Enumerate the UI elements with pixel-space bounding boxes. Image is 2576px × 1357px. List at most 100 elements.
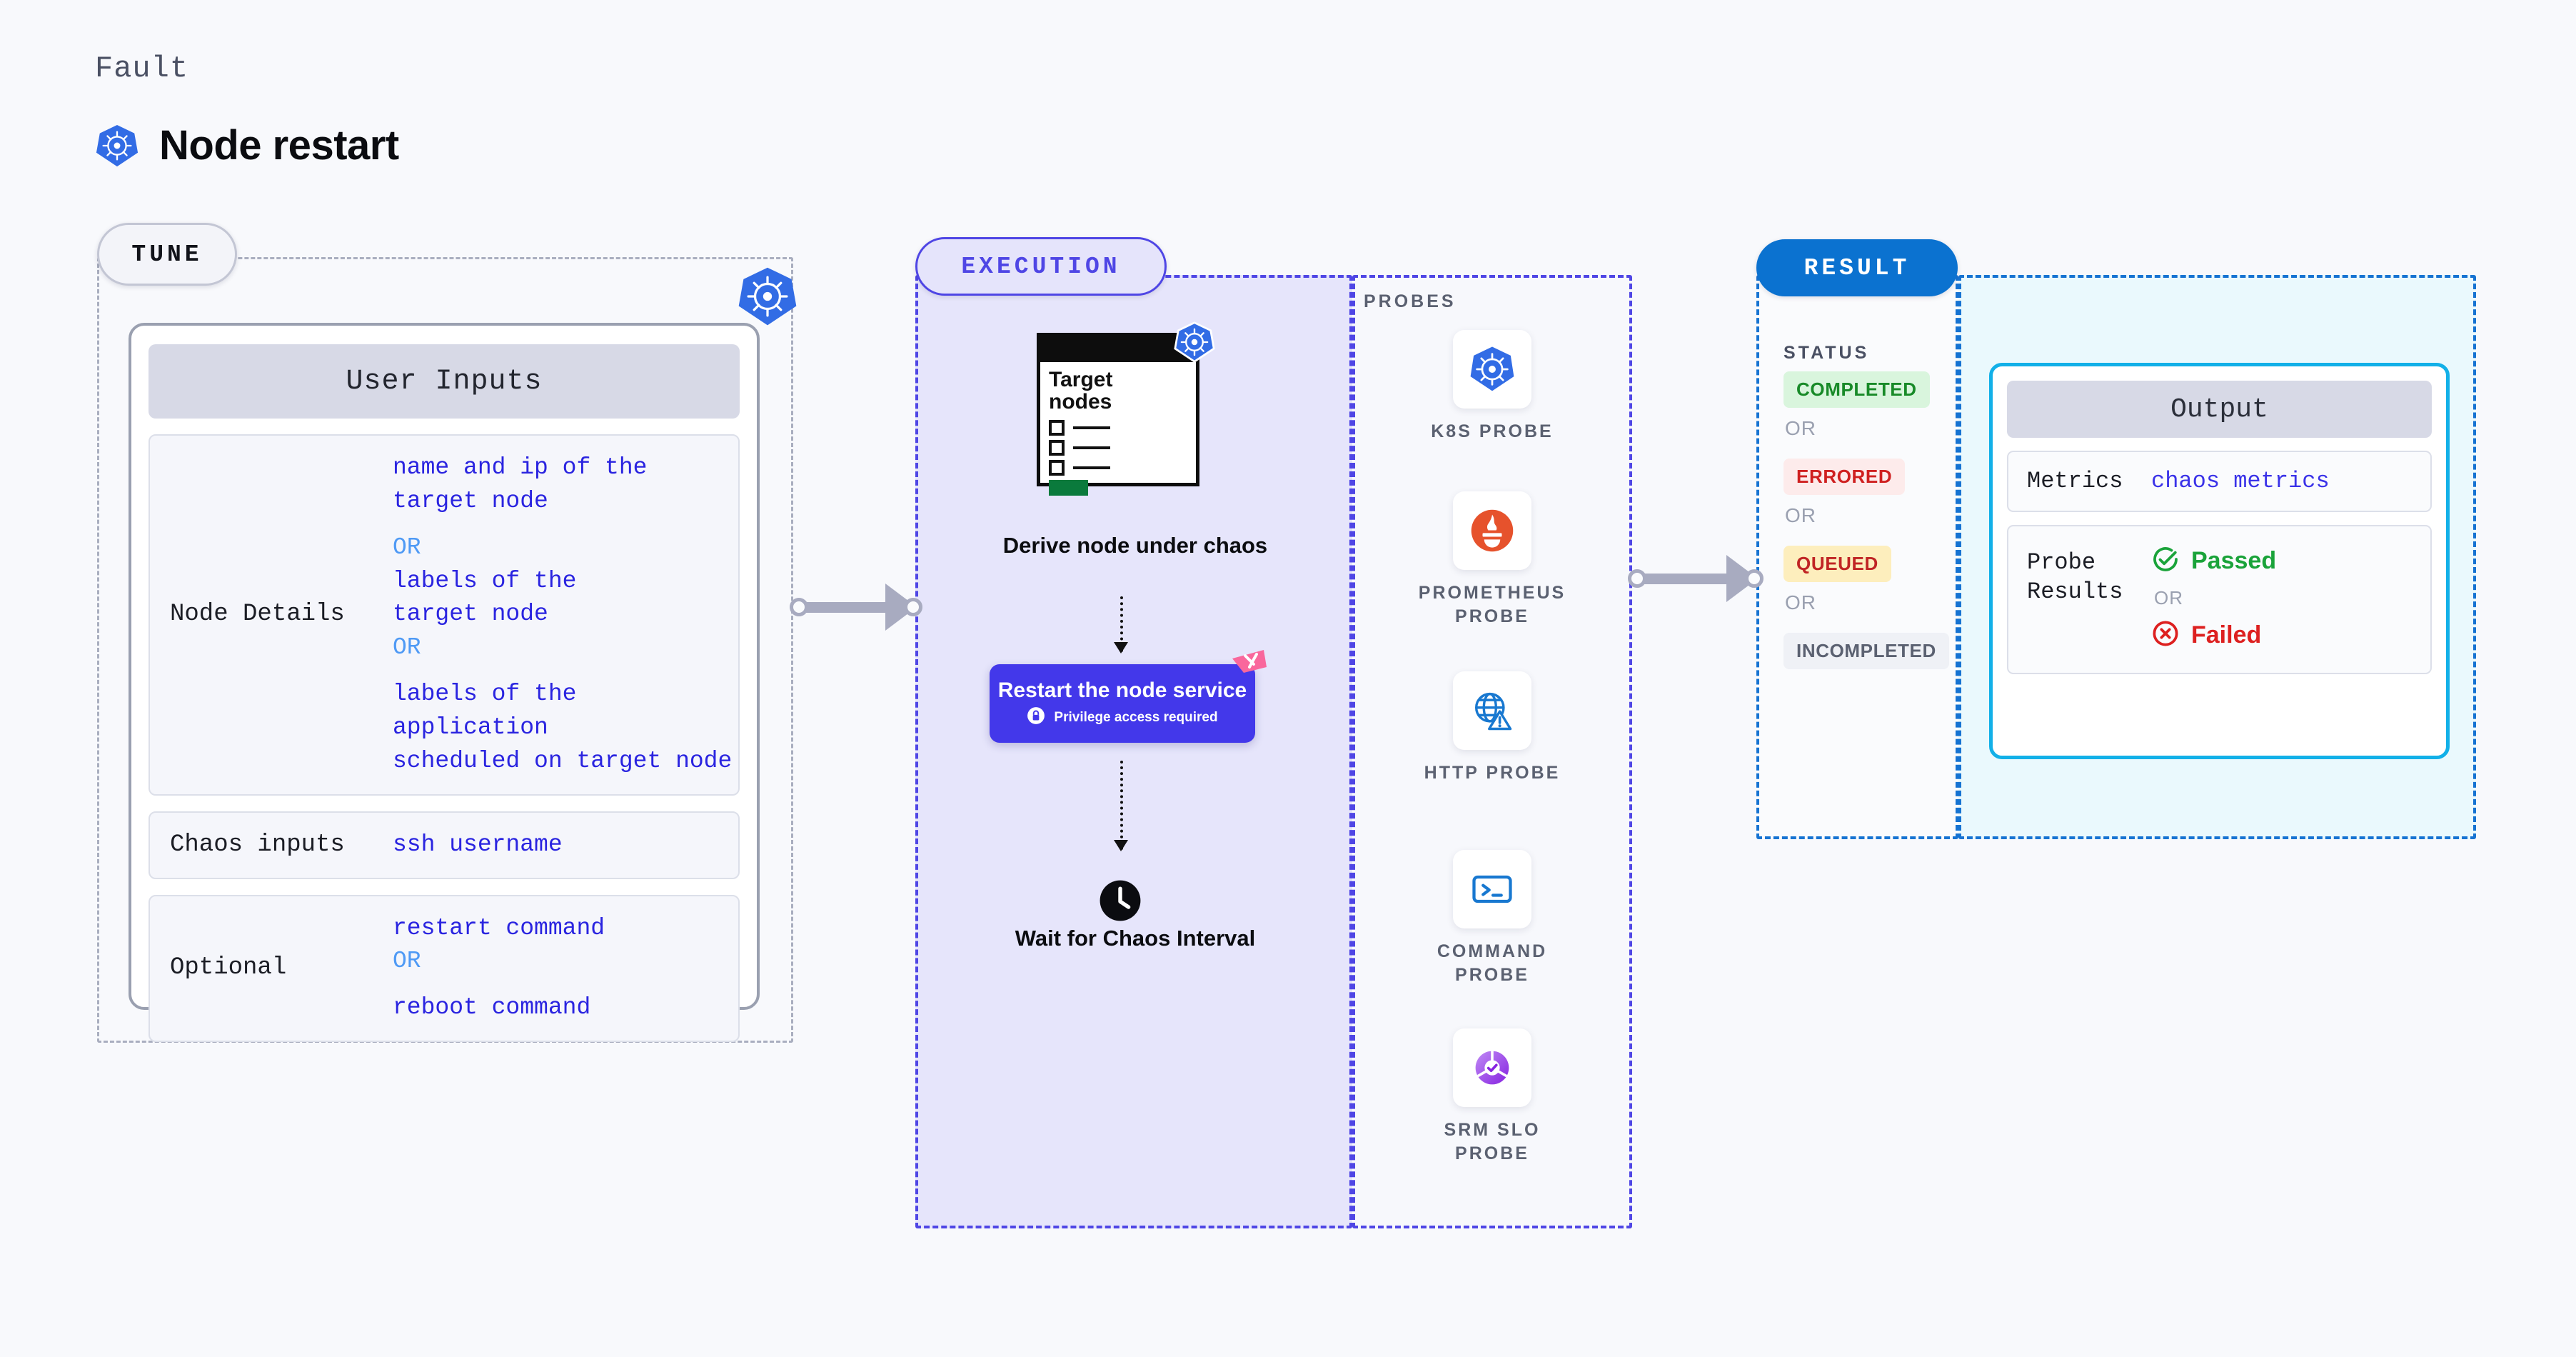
metrics-value: chaos metrics: [2151, 468, 2330, 495]
status-badge: ERRORED: [1783, 459, 1906, 495]
probes-title: PROBES: [1364, 291, 1456, 311]
checkbox-icon: [1049, 460, 1065, 476]
user-inputs-rows: Node Details name and ip of the target nod…: [131, 434, 757, 1043]
output-row-probe-results: Probe Results Passed OR: [2007, 524, 2432, 674]
user-inputs-title: User Inputs: [149, 344, 740, 419]
probe-results-key: Probe Results: [2027, 549, 2123, 606]
user-input-values: ssh username: [393, 828, 563, 862]
restart-node-service-step[interactable]: Restart the node service Privilege acces…: [990, 650, 1267, 743]
probe-item-k8s[interactable]: K8S PROBE: [1410, 330, 1574, 444]
user-input-value: reboot command: [393, 994, 591, 1021]
x-circle-icon: [2151, 619, 2180, 651]
user-input-value: restart command: [393, 914, 605, 941]
stage-pill-result[interactable]: RESULT: [1756, 239, 1958, 296]
or-separator: OR: [393, 634, 421, 661]
value-spacer: [393, 665, 738, 678]
connector-end-knob: [1745, 569, 1764, 588]
status-title: STATUS: [1783, 343, 1870, 363]
status-badge: COMPLETED: [1783, 371, 1930, 408]
probe-item-srm-slo[interactable]: SRM SLO PROBE: [1410, 1028, 1574, 1165]
or-separator: OR: [1785, 417, 1816, 439]
step-caption-wait-for-chaos-interval: Wait for Chaos Interval: [1015, 926, 1256, 951]
probe-label: SRM SLO PROBE: [1444, 1120, 1541, 1163]
target-nodes-label-line1: Target: [1049, 368, 1113, 391]
or-separator: OR: [1785, 504, 1816, 526]
user-input-key: Chaos inputs: [170, 831, 345, 858]
probe-label: COMMAND PROBE: [1437, 941, 1548, 985]
step-caption-derive-node-under-chaos: Derive node under chaos: [1002, 533, 1268, 558]
progress-bar: [1049, 480, 1088, 496]
user-input-value: labels of the: [393, 567, 577, 594]
srm-slo-probe-icon: [1453, 1028, 1531, 1107]
connector-end-knob: [904, 598, 922, 616]
probe-item-command[interactable]: COMMAND PROBE: [1410, 850, 1574, 986]
probe-result-failed: Failed: [2151, 619, 2276, 651]
target-nodes-titlebar: [1040, 336, 1196, 362]
value-spacer: [393, 519, 738, 531]
fault-eyebrow: Fault: [95, 51, 189, 86]
kubernetes-probe-icon: [1453, 330, 1531, 409]
or-separator: OR: [1785, 591, 1816, 614]
user-input-value: target node: [393, 601, 548, 628]
list-item: [1049, 460, 1196, 476]
privilege-note: Privilege access required: [1054, 709, 1218, 725]
target-nodes-card: Target nodes: [1037, 321, 1215, 496]
fault-title-row: Node restart: [95, 121, 399, 169]
user-input-row: Node Details name and ip of the target nod…: [149, 434, 740, 796]
status-badge: QUEUED: [1783, 546, 1891, 582]
user-inputs-card: User Inputs Node Details name and ip of t…: [129, 323, 760, 1043]
status-badge: INCOMPLETED: [1783, 633, 1949, 669]
probe-result-passed: Passed: [2151, 545, 2276, 577]
kubernetes-icon: [737, 266, 798, 331]
kubernetes-icon: [95, 124, 139, 168]
flow-arrow-restart-to-wait: [1114, 761, 1128, 851]
flow-arrow-derive-to-restart: [1114, 596, 1128, 654]
probe-results-or: OR: [2154, 586, 2183, 609]
output-row-metrics: Metrics chaos metrics: [2007, 451, 2432, 512]
kubernetes-icon: [1174, 321, 1215, 366]
value-spacer: [393, 978, 605, 991]
connector-bar: [805, 601, 892, 613]
stage-pill-tune[interactable]: TUNE: [97, 223, 237, 286]
lock-icon: [1027, 706, 1045, 728]
user-input-row: Chaos inputs ssh username: [149, 811, 740, 879]
connector-tune-to-execution: [790, 584, 922, 631]
check-circle-icon: [2151, 545, 2180, 577]
page-title: Node restart: [159, 122, 399, 169]
user-input-value: scheduled on target node: [393, 747, 733, 774]
checkbox-icon: [1049, 440, 1065, 456]
probe-item-http[interactable]: HTTP PROBE: [1410, 671, 1574, 785]
probe-label: HTTP PROBE: [1424, 763, 1561, 783]
user-input-value: labels of the application: [393, 681, 577, 741]
ribbon-icon: [1228, 649, 1268, 689]
user-input-value: name and ip of the: [393, 454, 648, 481]
placeholder-line: [1073, 466, 1110, 470]
stage-pill-execution[interactable]: EXECUTION: [915, 237, 1167, 296]
user-input-key: Node Details: [170, 601, 345, 629]
connector-execution-to-result: [1628, 555, 1764, 602]
failed-label: Failed: [2191, 621, 2262, 649]
passed-label: Passed: [2191, 546, 2277, 574]
connector-start-knob: [1628, 569, 1646, 588]
probe-item-prometheus[interactable]: PROMETHEUS PROBE: [1410, 491, 1574, 628]
probe-results-values: Passed OR Failed: [2151, 545, 2276, 651]
output-card: Output Metrics chaos metrics Probe Resul…: [1989, 363, 2450, 759]
metrics-key: Metrics: [2027, 468, 2123, 494]
list-item: [1049, 420, 1196, 436]
probe-label: K8S PROBE: [1431, 421, 1554, 441]
placeholder-line: [1073, 446, 1110, 450]
http-probe-icon: [1453, 671, 1531, 750]
connector-bar: [1643, 573, 1733, 584]
user-input-key: Optional: [170, 954, 287, 982]
target-nodes-label-line2: nodes: [1049, 389, 1112, 414]
prometheus-probe-icon: [1453, 491, 1531, 570]
probe-label: PROMETHEUS PROBE: [1418, 583, 1566, 626]
clock-icon: [1098, 878, 1142, 926]
user-input-value: ssh username: [393, 831, 563, 858]
user-input-value: target node: [393, 487, 548, 514]
output-card-title: Output: [2007, 381, 2432, 438]
